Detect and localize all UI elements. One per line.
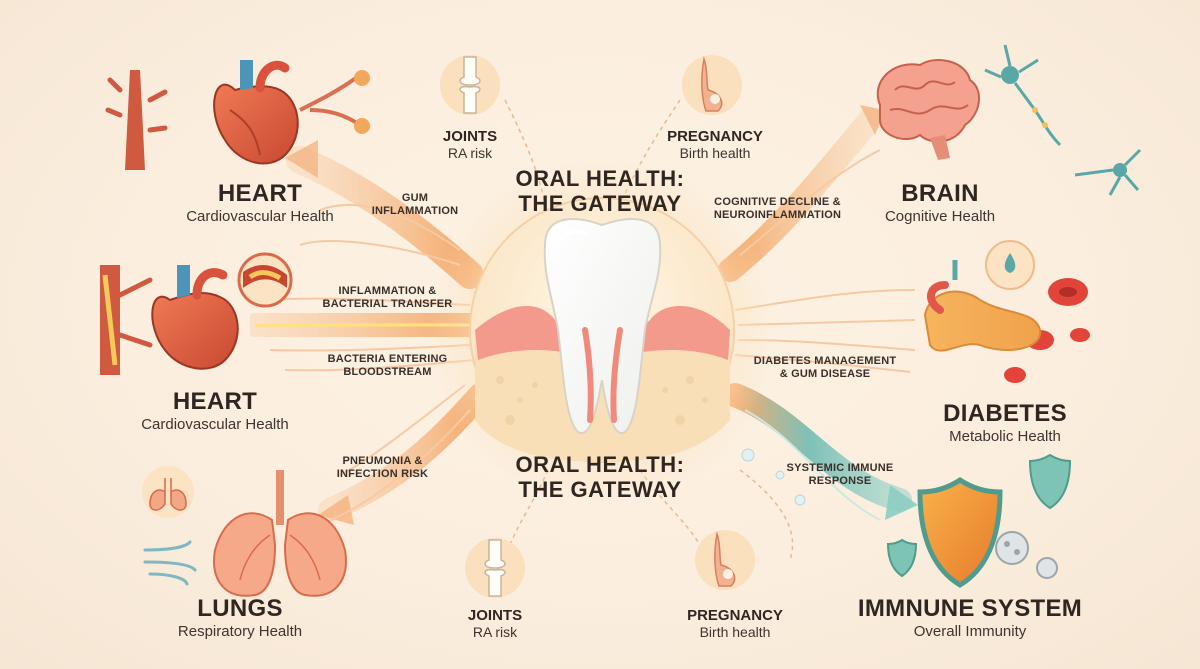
node-joints-bottom: JOINTS RA risk [445,607,545,640]
conn-label-line: NEUROINFLAMMATION [713,208,842,221]
node-title: PREGNANCY [687,607,783,624]
node-title: HEART [172,388,258,415]
node-diabetes: DIABETES Metabolic Health [915,400,1095,445]
node-heart-top: HEART Cardiovascular Health [150,180,370,225]
artery-icon [105,70,168,170]
node-joints-top: JOINTS RA risk [420,128,520,161]
blood-cell-icon [985,240,1090,383]
conn-label-pneumonia: PNEUMONIA & INFECTION RISK [315,455,450,480]
node-subtitle: Cardiovascular Health [141,415,289,433]
node-subtitle: Overall Immunity [913,622,1027,640]
node-title: JOINTS [442,128,498,145]
node-subtitle: Birth health [699,624,771,641]
conn-label-line: INFECTION RISK [336,467,429,480]
node-subtitle: Birth health [679,145,751,162]
conn-label-line: SYSTEMIC IMMUNE [786,462,894,474]
node-title: JOINTS [467,607,523,624]
pregnancy-icon [695,530,755,590]
wind-icon [143,540,197,586]
conn-label-line: COGNITIVE DECLINE & [714,196,841,208]
lungs-icon [213,470,347,597]
node-title: PREGNANCY [667,128,763,145]
node-subtitle: Metabolic Health [949,427,1061,445]
node-subtitle: Respiratory Health [177,622,303,640]
node-title: HEART [217,180,303,207]
node-title: LUNGS [197,595,283,622]
conn-label-immune: SYSTEMIC IMMUNE RESPONSE [775,462,905,487]
conn-label-line: BACTERIA ENTERING [327,353,448,365]
center-title-bottom: ORAL HEALTH: THE GATEWAY [500,452,700,503]
neuron-icon [984,44,1062,147]
knee-joint-icon [440,55,500,115]
neuron-icon [1074,148,1142,196]
conn-label-line: BACTERIAL TRANSFER [322,297,453,310]
center-title-line: THE GATEWAY [518,477,682,503]
center-title-line: THE GATEWAY [518,191,682,217]
shield-icon [917,476,1003,588]
node-subtitle: RA risk [447,145,493,162]
pancreas-icon [923,260,1042,352]
node-title: IMMNUNE SYSTEM [857,595,1083,622]
node-subtitle: RA risk [472,624,518,641]
central-tooth [427,155,777,505]
node-heart-mid: HEART Cardiovascular Health [100,388,330,433]
center-title-top: ORAL HEALTH: THE GATEWAY [500,166,700,217]
heart-icon [151,265,239,370]
conn-label-gum: GUM INFLAMMATION [355,192,475,217]
node-pregnancy-bottom: PREGNANCY Birth health [675,607,795,640]
node-title: DIABETES [943,400,1067,427]
knee-joint-icon [465,538,525,598]
vessel-branch-icon [299,70,370,134]
heart-icon [213,60,299,165]
conn-label-cognitive: COGNITIVE DECLINE & NEUROINFLAMMATION [695,196,860,221]
conn-label-line: GUM [401,192,429,204]
plaque-icon [237,252,293,308]
conn-label-line: DIABETES MANAGEMENT [753,355,897,367]
brain-icon [876,59,980,160]
conn-label-inflammation: INFLAMMATION & BACTERIAL TRANSFER [305,285,470,310]
conn-label-line: BLOODSTREAM [343,365,432,378]
conn-label-line: PNEUMONIA & [342,455,423,467]
conn-label-line: & GUM DISEASE [779,367,871,380]
node-pregnancy-top: PREGNANCY Birth health [660,128,770,161]
center-title-line: ORAL HEALTH: [515,166,685,191]
lungs-icon [142,466,194,518]
tooth-icon [543,218,662,434]
conn-label-line: INFLAMMATION & [338,285,437,297]
conn-label-line: INFLAMMATION [371,204,459,217]
node-title: BRAIN [901,180,979,207]
virus-icon [995,531,1058,579]
artery-icon [100,265,153,375]
node-brain: BRAIN Cognitive Health [850,180,1030,225]
conn-label-line: RESPONSE [808,474,872,487]
node-immune: IMMNUNE SYSTEM Overall Immunity [850,595,1090,640]
shield-icon [1028,453,1072,510]
shield-icon [886,538,918,578]
node-subtitle: Cognitive Health [884,207,996,225]
node-subtitle: Cardiovascular Health [186,207,334,225]
conn-label-diabetes: DIABETES MANAGEMENT & GUM DISEASE [735,355,915,380]
node-lungs: LUNGS Respiratory Health [135,595,345,640]
conn-label-bacteria: BACTERIA ENTERING BLOODSTREAM [305,353,470,378]
center-title-line: ORAL HEALTH: [515,452,685,477]
pregnancy-icon [682,55,742,115]
